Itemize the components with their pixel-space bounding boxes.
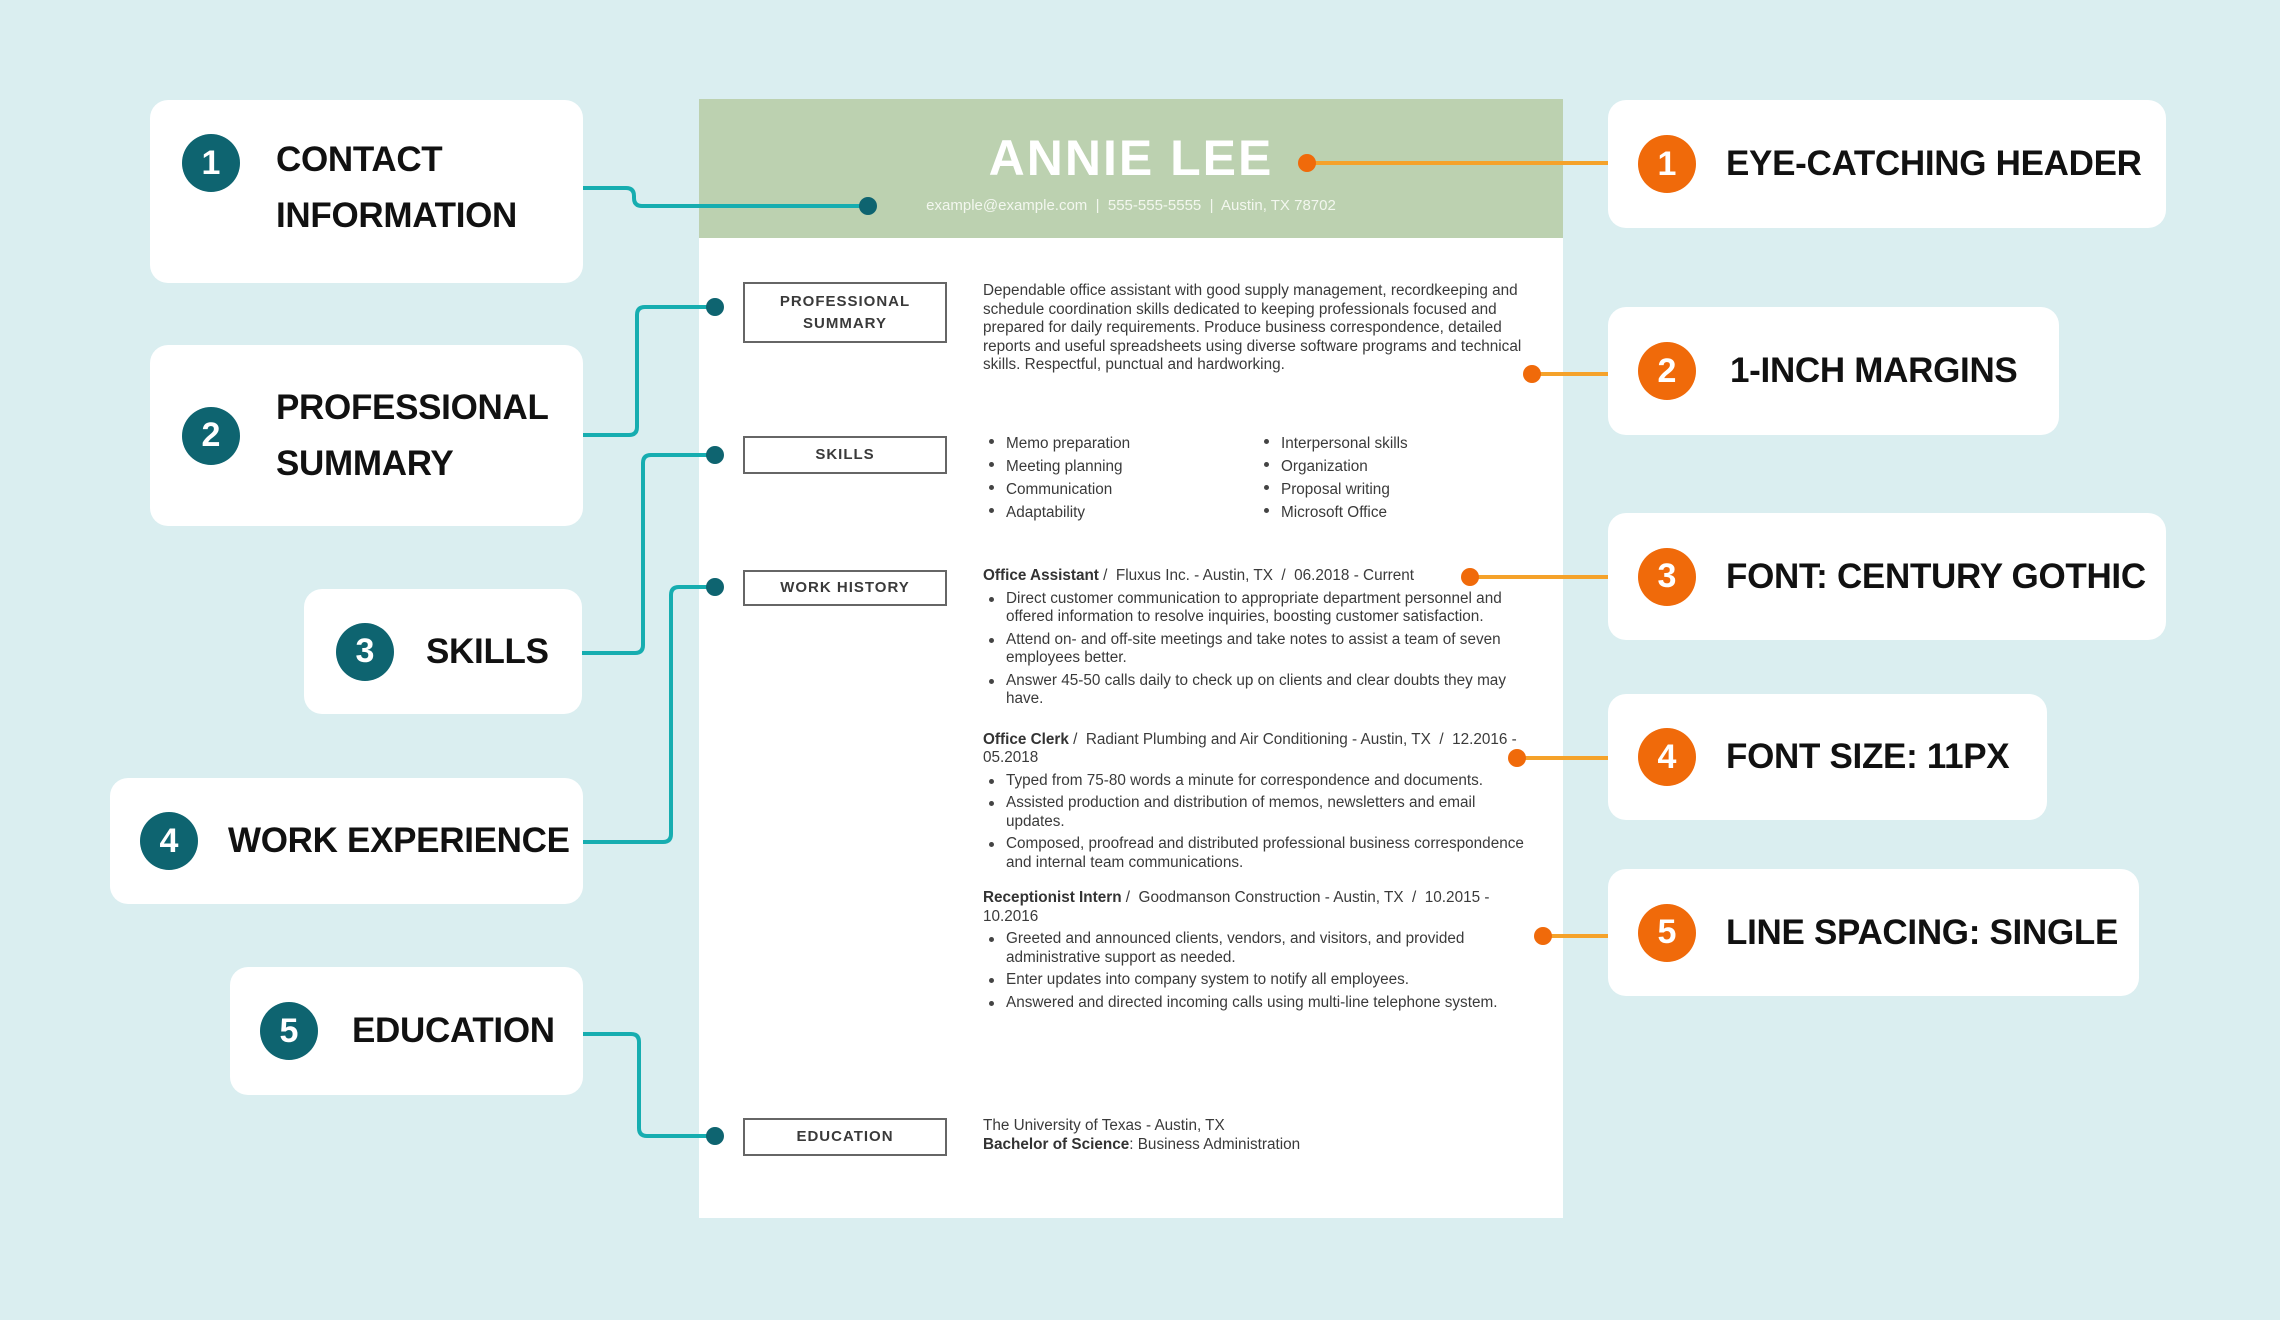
callout-work-experience: 4 WORK EXPERIENCE bbox=[110, 778, 583, 904]
skill-item: Meeting planning bbox=[983, 455, 1243, 478]
summary-text: Dependable office assistant with good su… bbox=[983, 282, 1522, 373]
job-title: Office Assistant bbox=[983, 567, 1099, 584]
job-bullet: Direct customer communication to appropr… bbox=[983, 590, 1528, 627]
job-title: Office Clerk bbox=[983, 730, 1069, 748]
step-badge: 5 bbox=[260, 1002, 318, 1060]
connector-skills bbox=[582, 453, 715, 655]
job-details: / Fluxus Inc. - Austin, TX / 06.2018 - C… bbox=[1098, 567, 1415, 584]
job-entry: Office Assistant / Fluxus Inc. - Austin,… bbox=[983, 567, 1528, 709]
job-bullet: Greeted and announced clients, vendors, … bbox=[983, 930, 1528, 967]
job-heading: Office Clerk / Radiant Plumbing and Air … bbox=[983, 731, 1528, 768]
section-label-summary: PROFESSIONAL SUMMARY bbox=[743, 282, 947, 343]
job-title: Receptionist Intern bbox=[983, 889, 1122, 906]
callout-label: SKILLS bbox=[426, 631, 549, 671]
callout-label: WORK EXPERIENCE bbox=[228, 821, 570, 860]
job-bullet: Assisted production and distribution of … bbox=[983, 794, 1528, 831]
step-badge: 3 bbox=[336, 622, 394, 681]
skill-item: Organization bbox=[1258, 455, 1518, 478]
education-entry: The University of Texas - Austin, TX Bac… bbox=[983, 1117, 1523, 1154]
section-label-work-history: WORK HISTORY bbox=[743, 570, 947, 606]
callout-contact-information: 1 CONTACT INFORMATION bbox=[150, 100, 583, 283]
connector-education bbox=[583, 1032, 715, 1138]
connector-summary bbox=[583, 305, 715, 437]
step-badge: 3 bbox=[1638, 547, 1696, 606]
callout-label: LINE SPACING: SINGLE bbox=[1726, 912, 2118, 952]
section-label-education: EDUCATION bbox=[743, 1118, 947, 1156]
skill-item: Memo preparation bbox=[983, 432, 1243, 455]
resume-name: ANNIE LEE bbox=[988, 130, 1274, 186]
callout-font-century-gothic: 3 FONT: CENTURY GOTHIC bbox=[1608, 513, 2166, 640]
job-bullets: Greeted and announced clients, vendors, … bbox=[983, 930, 1528, 1012]
skill-item: Interpersonal skills bbox=[1258, 432, 1518, 455]
callout-education: 5 EDUCATION bbox=[230, 967, 583, 1095]
callout-label: FONT: CENTURY GOTHIC bbox=[1726, 556, 2146, 596]
skill-item: Microsoft Office bbox=[1258, 501, 1518, 524]
work-history-list: Office Assistant / Fluxus Inc. - Austin,… bbox=[983, 567, 1528, 1018]
job-bullet: Answer 45-50 calls daily to check up on … bbox=[983, 672, 1528, 709]
job-bullet: Attend on- and off-site meetings and tak… bbox=[983, 631, 1528, 668]
job-entry: Receptionist Intern / Goodmanson Constru… bbox=[983, 889, 1528, 1012]
callout-font-size: 4 FONT SIZE: 11PX bbox=[1608, 694, 2047, 820]
resume-contact-line: example@example.com | 555-555-5555 | Aus… bbox=[926, 197, 1336, 214]
job-entry: Office Clerk / Radiant Plumbing and Air … bbox=[983, 731, 1528, 873]
callout-eye-catching-header: 1 EYE-CATCHING HEADER bbox=[1608, 100, 2166, 228]
step-badge: 5 bbox=[1638, 903, 1696, 962]
education-school: The University of Texas - Austin, TX bbox=[983, 1117, 1225, 1134]
education-degree: Bachelor of Science bbox=[983, 1135, 1130, 1153]
callout-label: CONTACT INFORMATION bbox=[276, 140, 518, 235]
callout-label: 1-INCH MARGINS bbox=[1730, 351, 2018, 390]
step-badge: 4 bbox=[1638, 728, 1696, 786]
section-label-skills: SKILLS bbox=[743, 436, 947, 474]
skill-item: Adaptability bbox=[983, 501, 1243, 524]
callout-line-spacing: 5 LINE SPACING: SINGLE bbox=[1608, 869, 2139, 996]
job-bullets: Typed from 75-80 words a minute for corr… bbox=[983, 772, 1528, 873]
callout-skills: 3 SKILLS bbox=[304, 589, 582, 714]
step-badge: 4 bbox=[140, 812, 198, 870]
job-bullet: Enter updates into company system to not… bbox=[983, 971, 1528, 990]
job-details: / Goodmanson Construction - Austin, TX /… bbox=[983, 889, 1494, 925]
step-badge: 2 bbox=[182, 406, 240, 465]
step-badge: 1 bbox=[182, 134, 240, 192]
education-field: : Business Administration bbox=[1129, 1135, 1301, 1153]
step-badge: 2 bbox=[1638, 342, 1696, 400]
job-bullet: Composed, proofread and distributed prof… bbox=[983, 835, 1528, 872]
resume-page: ANNIE LEE example@example.com | 555-555-… bbox=[699, 99, 1563, 1218]
job-bullet: Typed from 75-80 words a minute for corr… bbox=[983, 772, 1528, 791]
job-details: / Radiant Plumbing and Air Conditioning … bbox=[983, 730, 1521, 767]
step-badge: 1 bbox=[1638, 135, 1696, 193]
connector-work bbox=[583, 585, 715, 844]
skill-item: Communication bbox=[983, 478, 1243, 501]
callout-label: EDUCATION bbox=[352, 1011, 555, 1050]
skill-item: Proposal writing bbox=[1258, 478, 1518, 501]
job-heading: Office Assistant / Fluxus Inc. - Austin,… bbox=[983, 567, 1528, 586]
callout-label: EYE-CATCHING HEADER bbox=[1726, 144, 2142, 183]
job-heading: Receptionist Intern / Goodmanson Constru… bbox=[983, 889, 1528, 926]
callout-1-inch-margins: 2 1-INCH MARGINS bbox=[1608, 307, 2059, 435]
job-bullet: Answered and directed incoming calls usi… bbox=[983, 994, 1528, 1013]
callout-label: PROFESSIONAL SUMMARY bbox=[276, 387, 549, 483]
job-bullets: Direct customer communication to appropr… bbox=[983, 590, 1528, 709]
resume-header: ANNIE LEE example@example.com | 555-555-… bbox=[699, 99, 1563, 238]
callout-label: FONT SIZE: 11PX bbox=[1726, 737, 2010, 776]
callout-professional-summary: 2 PROFESSIONAL SUMMARY bbox=[150, 345, 583, 526]
